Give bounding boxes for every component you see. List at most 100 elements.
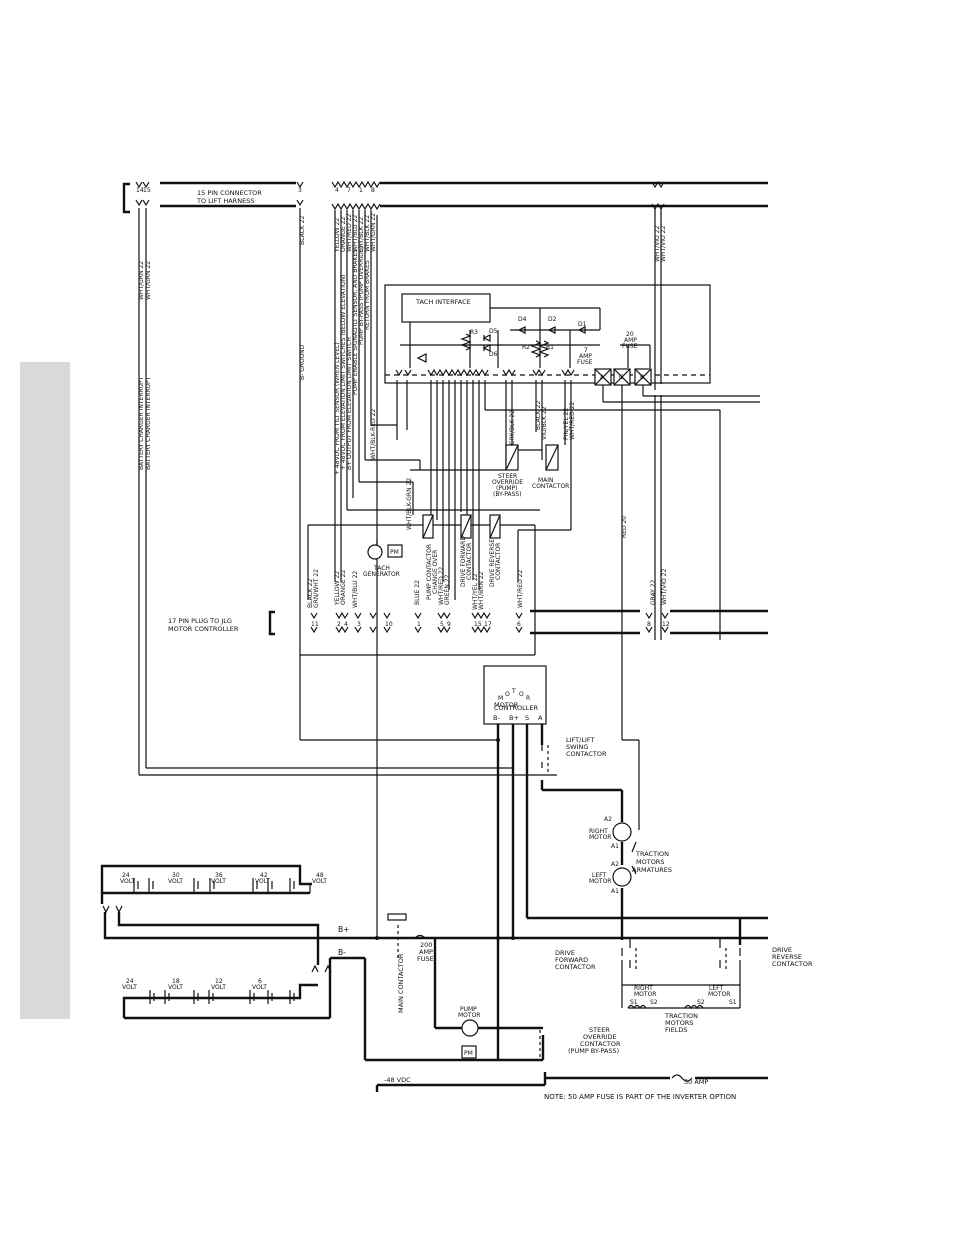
fields-right-2: MOTOR: [634, 991, 656, 998]
top-bus-lines: [122, 181, 768, 214]
drive-forward-3: CONTACTOR: [555, 963, 596, 971]
fuse20-line1: 20: [626, 331, 634, 338]
bt-24: 24: [122, 872, 130, 879]
bt-36: 36: [215, 872, 223, 879]
drive-reverse-coil-1: DRIVE REVERSE: [489, 539, 496, 587]
steer-line2: OVERRIDE: [492, 479, 523, 486]
junction-1: [496, 738, 500, 742]
pin-8: 8: [371, 187, 375, 194]
bl-grn-wht: GRN/WHT 22: [313, 569, 320, 608]
left-motor-armature: [612, 867, 632, 887]
controller-letter-5: R: [526, 695, 530, 702]
lift-swing-2: SWING: [566, 743, 588, 751]
controller-letter-4: O: [519, 691, 524, 698]
orange: ORANGE 22: [340, 570, 347, 605]
top-color-0: YELLOW 22: [334, 218, 341, 253]
traction-arm-2: MOTORS: [636, 858, 664, 866]
fuse-pin-a: A: [600, 374, 605, 381]
top-color-1: ORANGE 22: [340, 217, 347, 252]
wht-grn-2: WHT/GRN 22: [145, 261, 152, 300]
blue-22: BLUE 22: [414, 580, 421, 605]
lift-harness-label: 15 PIN CONNECTOR: [197, 189, 262, 197]
arrow-left: [631, 865, 637, 875]
right-a2: A2: [604, 816, 612, 823]
right-motor-2: MOTOR: [589, 834, 611, 841]
right-motor-1: RIGHT: [589, 828, 608, 835]
gry-blk: GRY/BLK 22: [509, 410, 516, 445]
field-s1-a: S1: [630, 999, 638, 1006]
fuse-pin-c: C: [619, 374, 623, 381]
pin-7: 7: [347, 187, 351, 194]
pin-yel: PIN/YEL 22: [563, 408, 570, 440]
label-d2: D2: [548, 316, 557, 323]
bb-12: 12: [215, 978, 223, 985]
wht-blu: WHT/BLU 22: [352, 571, 359, 608]
bb-18-volt: VOLT: [168, 984, 183, 991]
steer-override-2-3: CONTACTOR: [580, 1040, 621, 1048]
top-color-3: WHT/BLU 22: [352, 215, 359, 252]
traction-arm-1: TRACTION: [635, 850, 669, 858]
tach-generator-1: TACH: [373, 565, 390, 572]
pin-15: 15: [143, 187, 151, 194]
left-motor-1: LEFT: [592, 872, 606, 879]
steer-override-2-1: STEER: [589, 1026, 610, 1034]
wht-red-d: WHT/RED 22: [517, 570, 524, 608]
fields-left-2: MOTOR: [708, 991, 730, 998]
function-5: PUMP BY-PASS (PUMP OVERRIDE): [358, 246, 365, 345]
jlg-pin-12: 12: [662, 621, 670, 628]
fuse200-2: AMP: [419, 948, 433, 956]
function-3: PUMP ENABLE SIGNAL: [352, 328, 359, 395]
bt-48-volt: VOLT: [312, 878, 327, 885]
right-a1: A1: [611, 843, 619, 850]
diode-symbols: [416, 326, 586, 363]
jlg-pin-4: 4: [344, 621, 348, 628]
bt-42: 42: [260, 872, 268, 879]
drive-reverse-2: REVERSE: [772, 953, 802, 961]
black-22-b: BLACK 22: [535, 401, 542, 430]
tach-pm-label: PM: [390, 549, 399, 556]
lift-swing-3: CONTACTOR: [566, 750, 607, 758]
right-motor-armature: [612, 822, 632, 842]
battery-interrupt-1: BATTERY CHARGER INTERRUPT: [138, 376, 145, 470]
controller-letter-2: O: [505, 691, 510, 698]
fuse200-1: 200: [420, 941, 432, 949]
field-s2-b: S2: [697, 999, 705, 1006]
resistor-r2: [530, 340, 542, 358]
fields-left-1: LEFT: [709, 985, 723, 992]
minus48-label: -48 VDC: [384, 1076, 411, 1084]
jlg-pin-11: 11: [311, 621, 319, 628]
fuse7-line2: AMP: [579, 353, 592, 360]
jlg-pin-15: 15: [474, 621, 482, 628]
pump-motor-1: PUMP: [460, 1006, 477, 1013]
power-wiring: [139, 724, 768, 1092]
controller-letters: M: [498, 695, 503, 702]
wht-yel: WHT/YEL 22: [472, 573, 479, 610]
battery-bank: [100, 864, 332, 1020]
b-ground: B- GROUND: [299, 344, 306, 380]
drive-reverse-1: DRIVE: [772, 946, 792, 954]
fields-right-1: RIGHT: [634, 985, 653, 992]
drive-forward-coil-2: CONTACTOR: [466, 543, 473, 580]
fuse200-3: FUSE: [417, 955, 434, 963]
bt-36-volt: VOLT: [211, 878, 226, 885]
top-color-5: WHT/BLK 22: [364, 215, 371, 252]
pump-contactor-1: PUMP CONTACTOR: [426, 544, 433, 600]
wht-blk-red: WHT/BLK-RED 22: [370, 409, 377, 460]
wht-vio-2: WHT/VIO 22: [660, 226, 667, 262]
wht-grn-1: WHT/GRN 22: [138, 261, 145, 300]
tach-generator-circle: [367, 544, 383, 560]
drive-reverse-coil-2: CONTACTOR: [495, 543, 502, 580]
resistor-r3: [460, 333, 472, 351]
wht-red-c: WHT/RED 22: [438, 567, 445, 605]
label-r2: R2: [522, 344, 530, 351]
tach-interface-label: TACH INTERFACE: [415, 298, 471, 306]
black-22: BLACK 22: [299, 216, 306, 245]
wht-vio-3: WHT/VIO 22: [661, 569, 668, 605]
lift-swing-1: LIFT/LIFT: [566, 736, 594, 744]
function-1: + 48VDC FROM ELEVATION LIMIT SWITCHES (B…: [340, 274, 347, 470]
left-a1: A1: [611, 888, 619, 895]
steer-override-2-4: (PUMP BY-PASS): [568, 1047, 619, 1055]
field-s1-b: S1: [729, 999, 737, 1006]
top-color-4: GRY/BLK 22: [358, 217, 365, 252]
terminal-s: S: [525, 714, 529, 722]
